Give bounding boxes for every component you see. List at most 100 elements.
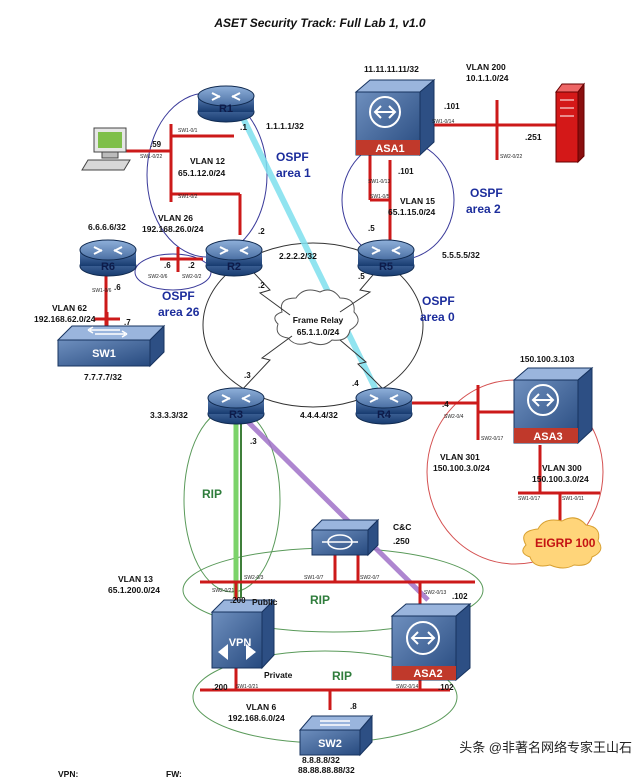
if-sw1-v62: .7 [124, 318, 131, 327]
ospf-area26-l2: area 26 [158, 305, 200, 319]
port-cc-b: SW2-0/7 [360, 575, 380, 581]
vlan301-name: VLAN 301 [440, 452, 480, 462]
vlan6-net: 192.168.6.0/24 [228, 713, 285, 723]
diagram-title: ASET Security Track: Full Lab 1, v1.0 [213, 16, 426, 30]
firewall-asa3[interactable] [512, 366, 594, 445]
fr-link-r4 [339, 339, 383, 389]
watermark: 头条 @非著名网络专家王山石 [459, 740, 632, 755]
fr-link-r5 [339, 261, 385, 313]
port-cc-a: SW1-0/7 [304, 575, 324, 581]
bottom-vpn: VPN: [58, 769, 78, 777]
fr-if-r4: .4 [352, 379, 359, 388]
asa3-label: ASA3 [533, 431, 562, 443]
fr-link-r3 [239, 335, 293, 393]
r2-ip: 2.2.2.2/32 [279, 251, 317, 261]
port-asa3-v300: SW1-0/17 [518, 496, 540, 502]
r3-ip: 3.3.3.3/32 [150, 410, 188, 420]
frame-relay-cloud [274, 289, 359, 346]
vlan300-name: VLAN 300 [542, 463, 582, 473]
sw2-ip2: 88.88.88.88/32 [298, 765, 355, 775]
r6-ip: 6.6.6.6/32 [88, 222, 126, 232]
r1-label: R1 [219, 103, 233, 115]
vlan6-name: VLAN 6 [246, 702, 277, 712]
gre-tunnel-r1-r4 [237, 110, 383, 400]
if-vpn-public: .200 [230, 596, 246, 605]
if-r5-v15: .5 [368, 224, 375, 233]
asa1-label: ASA1 [375, 143, 404, 155]
ospf-area1-l2: area 1 [276, 166, 311, 180]
ospf-area0-l1: OSPF [422, 294, 455, 308]
port-r6-v62: SW1-0/6 [92, 288, 112, 294]
r1-if: .1 [240, 122, 247, 132]
port-vpn-public: SW2-0/21 [212, 588, 234, 594]
switch-sw2[interactable] [298, 714, 374, 757]
asa3-ip: 150.100.3.103 [520, 354, 575, 364]
router-r5[interactable] [357, 239, 415, 277]
fr-if-r2: .2 [258, 281, 265, 290]
ospf-area1-l1: OSPF [276, 150, 309, 164]
ospf-area0-ellipse [202, 242, 424, 408]
router-r1[interactable] [197, 85, 255, 123]
if-asa2-private: .102 [438, 683, 454, 692]
r5-label: R5 [379, 261, 393, 273]
eigrp-label: EIGRP 100 [535, 536, 596, 550]
port-v300-b: SW1-0/11 [562, 496, 584, 502]
port-r3-v13: SW2-0/3 [244, 575, 264, 581]
r2-label: R2 [227, 261, 241, 273]
vlan62-name: VLAN 62 [52, 303, 87, 313]
cc-if: .250 [393, 536, 410, 546]
port-r1: SW1-0/1 [178, 128, 198, 134]
fr-link-r2 [239, 257, 291, 316]
switch-sw1[interactable] [56, 324, 166, 368]
vpn-public: Public [252, 597, 278, 607]
vlan301-net: 150.100.3.0/24 [433, 463, 490, 473]
vpn-private: Private [264, 670, 293, 680]
if-sw2-v6: .8 [350, 702, 357, 711]
r5-ip: 5.5.5.5/32 [442, 250, 480, 260]
rip-private: RIP [332, 669, 352, 683]
if-vpn-private: .200 [212, 683, 228, 692]
if-asa2-public: .102 [452, 592, 468, 601]
cc-device[interactable] [310, 518, 380, 557]
if-r3-v13: .3 [250, 437, 257, 446]
if-r4-v301: .4 [442, 400, 449, 409]
eigrp-cloud [522, 517, 602, 569]
router-r6[interactable] [79, 239, 137, 277]
aaa-server-icon[interactable] [555, 82, 585, 164]
router-r2[interactable] [205, 239, 263, 277]
vpn-concentrator[interactable] [210, 598, 276, 670]
router-r3[interactable] [207, 387, 265, 425]
if-r6-v62: .6 [114, 283, 121, 292]
cc-label: C&C [393, 522, 411, 532]
vlan12-name: VLAN 12 [190, 156, 225, 166]
fr-name: Frame Relay [293, 315, 344, 325]
vlan26-name: VLAN 26 [158, 213, 193, 223]
if-r2-v12: .2 [258, 227, 265, 236]
if-r6-v26: .6 [164, 261, 171, 270]
tunnel-r3-asa2 [236, 410, 430, 602]
rip-r3: RIP [202, 487, 222, 501]
fr-net: 65.1.1.0/24 [297, 327, 340, 337]
pc-icon[interactable] [81, 127, 131, 171]
r6-label: R6 [101, 261, 115, 273]
vlan26-net: 192.168.26.0/24 [142, 224, 204, 234]
vlan12-net: 65.1.12.0/24 [178, 168, 226, 178]
r4-label: R4 [377, 409, 392, 421]
r4-ip: 4.4.4.4/32 [300, 410, 338, 420]
if-asa1-v200: .101 [444, 102, 460, 111]
rip-public: RIP [310, 593, 330, 607]
port-vpn-private: SW1-0/21 [236, 684, 258, 690]
vlan200-net: 10.1.1.0/24 [466, 73, 509, 83]
if-r2-v26: .2 [188, 261, 195, 270]
firewall-asa2[interactable] [390, 602, 472, 682]
port-r4-v301: SW2-0/4 [444, 414, 464, 420]
ospf-area2-l1: OSPF [470, 186, 503, 200]
vlan15-name: VLAN 15 [400, 196, 435, 206]
router-r4[interactable] [355, 387, 413, 425]
ospf-area2-l2: area 2 [466, 202, 501, 216]
firewall-asa1[interactable] [354, 78, 436, 157]
bottom-fw: FW: [166, 769, 182, 777]
port-r2-v12: SW1-0/2 [178, 194, 198, 200]
asa1-ip: 11.11.11.11/32 [364, 64, 419, 74]
port-aaa: SW2-0/22 [500, 154, 522, 160]
